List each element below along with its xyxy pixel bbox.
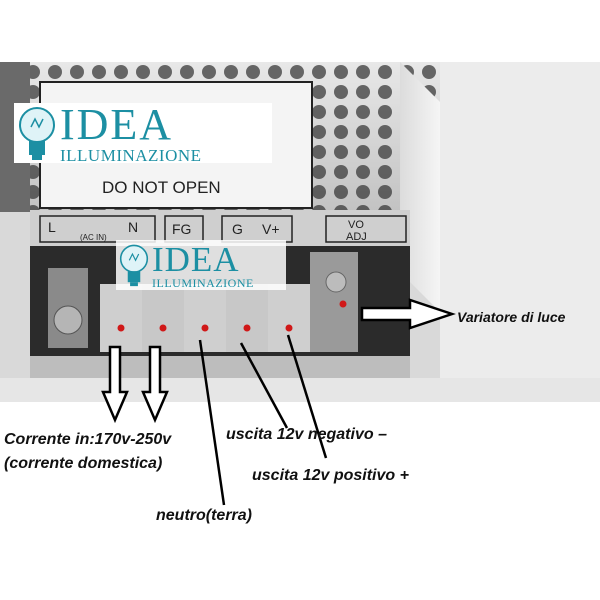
idea-logo-top: IDEA ILLUMINAZIONE bbox=[14, 99, 272, 165]
arrow-down-icon bbox=[141, 345, 169, 424]
logo-subtitle-text: ILLUMINAZIONE bbox=[152, 275, 254, 290]
svg-text:VO: VO bbox=[348, 219, 364, 231]
terminal-block bbox=[30, 246, 410, 356]
neutral-pointer-line bbox=[198, 339, 226, 506]
svg-text:V+: V+ bbox=[262, 221, 280, 237]
terminal-dot-n bbox=[159, 324, 167, 332]
svg-text:FG: FG bbox=[172, 221, 191, 237]
idea-logo-middle: IDEA ILLUMINAZIONE bbox=[116, 240, 286, 290]
terminal-dot-adj bbox=[339, 300, 347, 308]
svg-text:N: N bbox=[128, 219, 138, 235]
svg-text:(AC IN): (AC IN) bbox=[80, 233, 107, 242]
terminal-dot-vplus bbox=[285, 324, 293, 332]
current-in-label: Corrente in:170v-250v bbox=[4, 431, 172, 448]
dimmer-label: Variatore di luce bbox=[457, 309, 566, 325]
logo-brand-text: IDEA bbox=[152, 239, 240, 279]
neutral-label: neutro(terra) bbox=[156, 507, 253, 524]
positive-output-label: uscita 12v positivo + bbox=[252, 467, 409, 484]
logo-brand-text: IDEA bbox=[60, 99, 174, 149]
svg-text:ADJ: ADJ bbox=[346, 231, 367, 243]
negative-output-label: uscita 12v negativo – bbox=[226, 426, 387, 443]
terminal-dot-g bbox=[243, 324, 251, 332]
lightbulb-icon bbox=[19, 107, 55, 160]
svg-text:G: G bbox=[232, 221, 243, 237]
arrow-down-icon bbox=[101, 345, 129, 424]
svg-text:L: L bbox=[48, 219, 56, 235]
terminal-dot-fg bbox=[201, 324, 209, 332]
logo-subtitle-text: ILLUMINAZIONE bbox=[60, 145, 202, 165]
lightbulb-icon bbox=[119, 244, 149, 287]
arrow-right-icon bbox=[360, 298, 456, 330]
do-not-open-text: DO NOT OPEN bbox=[102, 178, 221, 197]
current-note-label: (corrente domestica) bbox=[4, 455, 163, 472]
terminal-dot-l bbox=[117, 324, 125, 332]
positive-pointer-line bbox=[286, 334, 328, 459]
negative-pointer-line bbox=[239, 342, 289, 429]
